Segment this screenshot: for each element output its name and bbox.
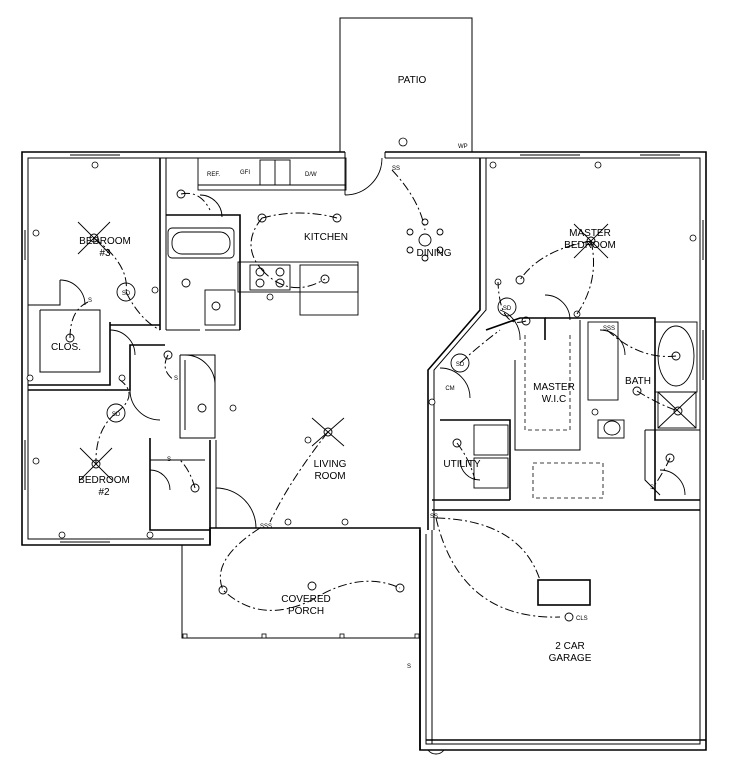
master-bedroom-label-2: BEDROOM <box>564 240 616 251</box>
switch-master-bath: SSS <box>603 326 615 332</box>
light-fixtures: CLS <box>65 189 683 622</box>
patio-label: PATIO <box>398 75 427 86</box>
wiring <box>69 169 679 618</box>
bedroom3-label-2: #3 <box>99 248 111 259</box>
garage: 2 CAR GARAGE <box>419 462 706 755</box>
sd-label-2: SD <box>112 412 121 418</box>
kitchen-label: KITCHEN <box>304 232 348 243</box>
switch-bath: S <box>650 485 654 491</box>
outlets: WP <box>26 137 697 539</box>
dw-label: D/W <box>305 172 317 178</box>
closet-label: CLOS. <box>51 342 81 353</box>
cm-label: CM <box>445 386 454 392</box>
bedroom2-label-2: #2 <box>98 487 110 498</box>
garage-label-2: GARAGE <box>549 653 592 664</box>
master-bedroom-label-1: MASTER <box>569 228 611 239</box>
kitchen: REF. D/W KITCHEN <box>197 157 359 316</box>
covered-porch: COVERED PORCH <box>181 545 420 639</box>
master-wic-label-1: MASTER <box>533 382 575 393</box>
gfi-label: GFI <box>240 170 250 176</box>
living-label-1: LIVING <box>314 459 347 470</box>
switch-living: SSS <box>260 524 272 530</box>
living-label-2: ROOM <box>314 471 345 482</box>
ref-label: REF. <box>207 172 220 178</box>
switch-garage-door: SS <box>430 514 438 520</box>
switch-dining: SS <box>392 166 400 172</box>
dining-label: DINING <box>417 248 452 259</box>
garage-label-1: 2 CAR <box>555 641 584 652</box>
porch-label-1: COVERED <box>281 594 330 605</box>
doors <box>59 157 686 529</box>
sd-label-1: SD <box>122 291 131 297</box>
sd-label-3: SD <box>503 306 512 312</box>
bedroom3-label-1: BEDROOM <box>79 236 131 247</box>
wp-label: WP <box>458 144 468 150</box>
switch-garage: S <box>407 664 411 670</box>
switch-bed2: S <box>167 457 171 463</box>
master-wic-label-2: W.I.C <box>542 394 566 405</box>
bedroom2-label-1: BEDROOM <box>78 475 130 486</box>
patio: PATIO <box>339 17 473 152</box>
bedroom-2: BEDROOM #2 <box>78 447 130 498</box>
interior-walls-right <box>427 158 700 530</box>
switches: SS S S S SSS S SS S SSS GFI <box>88 166 654 670</box>
exterior-walls <box>21 151 707 751</box>
living-room: LIVING ROOM <box>311 417 347 482</box>
smoke-detectors: SD SD SD SD CM <box>106 282 517 423</box>
utility-label: UTILITY <box>443 459 481 470</box>
porch-label-2: PORCH <box>288 606 324 617</box>
interior-walls-left <box>28 158 241 545</box>
bedroom-3: BEDROOM #3 CLOS. <box>51 221 131 353</box>
sd-label-4: SD <box>456 362 465 368</box>
bath-label: BATH <box>625 376 651 387</box>
switch-bed3: S <box>88 298 92 304</box>
dining: DINING <box>406 218 452 262</box>
right-labels: MASTER BEDROOM MASTER W.I.C BATH UTILITY <box>443 223 651 470</box>
switch-hall: S <box>174 376 178 382</box>
cls-label: CLS <box>576 616 588 622</box>
